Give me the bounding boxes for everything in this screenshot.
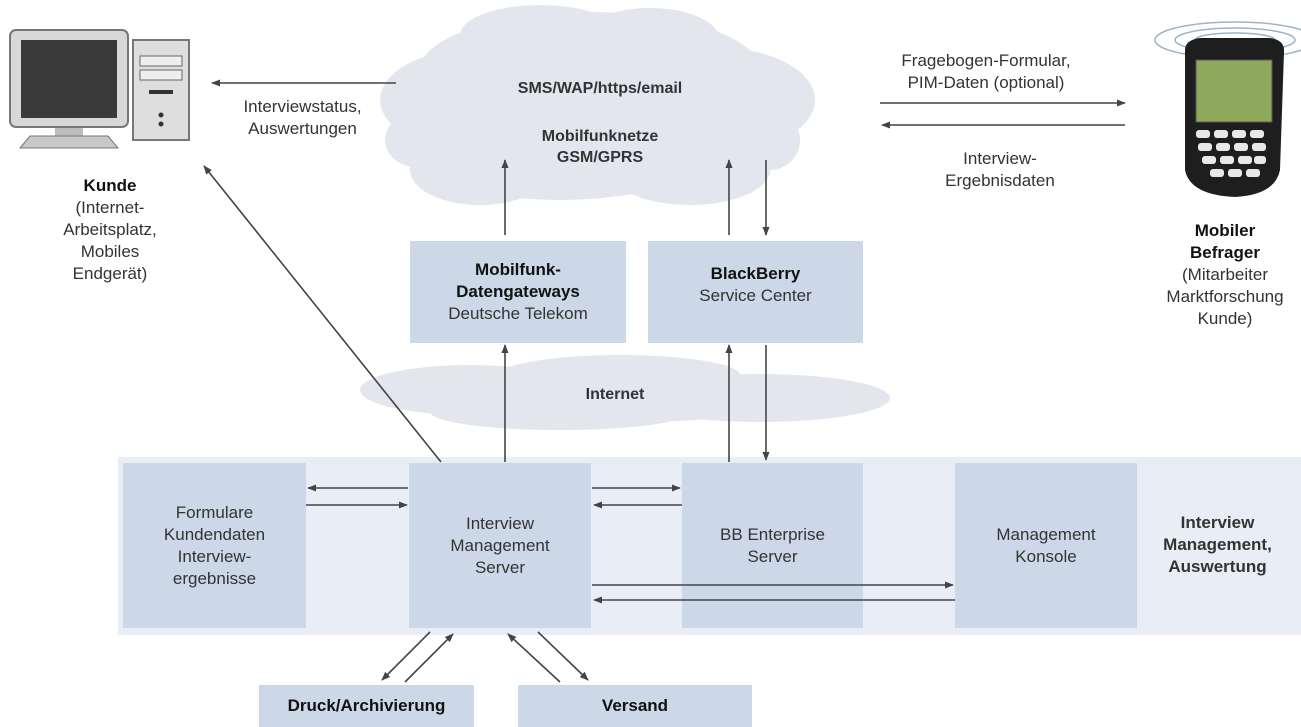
management-konsole-box: Management Konsole [955, 463, 1137, 628]
cloud-networks-line-1: Mobilfunknetze [541, 128, 659, 145]
befrager-line-1: (Mitarbeiter [1182, 265, 1268, 284]
konsole-line-2: Konsole [1015, 546, 1077, 566]
bes-line-2: Server [747, 546, 798, 566]
gateway-sub: Deutsche Telekom [448, 304, 588, 323]
blackberry-sub: Service Center [699, 286, 812, 305]
band-label-line-2: Management, [1163, 535, 1272, 554]
band-label-line-1: Interview [1180, 513, 1255, 532]
ims-line-3: Server [474, 557, 526, 577]
befrager-title-1: Mobiler [1194, 221, 1256, 240]
cloud-networks-line-2: GSM/GPRS [556, 149, 644, 166]
formulare-line-4: ergebnisse [172, 568, 257, 588]
right-flow-in-label: Interview- Ergebnisdaten [905, 148, 1095, 192]
blackberry-phone-icon [1154, 21, 1301, 197]
formulare-line-1: Formulare [175, 502, 254, 522]
befrager-label: Mobiler Befrager (Mitarbeiter Marktforsc… [1150, 220, 1300, 330]
bes-line-1: BB Enterprise [720, 524, 825, 544]
versand-box: Versand [518, 685, 752, 727]
befrager-line-2: Marktforschung [1166, 287, 1284, 306]
befrager-line-3: Kunde) [1197, 309, 1253, 328]
arrow-ims-to-versand [537, 631, 589, 681]
interview-management-server-box: Interview Management Server [409, 463, 591, 628]
befrager-title-2: Befrager [1190, 243, 1260, 262]
right-flow-out-label: Fragebogen-Formular, PIM-Daten (optional… [866, 50, 1106, 94]
versand-label: Versand [601, 696, 669, 715]
left-flow-line-1: Interviewstatus, [243, 97, 362, 116]
arrow-versand-to-ims [507, 633, 561, 683]
right-flow-out-line-1: Fragebogen-Formular, [901, 51, 1071, 70]
druck-archivierung-box: Druck/Archivierung [259, 685, 474, 727]
gateway-title-1: Mobilfunk- [475, 260, 561, 279]
kunde-line-4: Endgerät) [72, 264, 148, 283]
left-flow-label: Interviewstatus, Auswertungen [215, 96, 390, 140]
kunde-line-3: Mobiles [80, 242, 140, 261]
blackberry-title: BlackBerry [710, 264, 801, 283]
left-flow-line-2: Auswertungen [248, 119, 357, 138]
gateway-title-2: Datengateways [456, 282, 580, 301]
ims-line-2: Management [450, 535, 550, 555]
internet-cloud [360, 355, 890, 430]
ims-line-1: Interview [465, 513, 535, 533]
arrow-ims-to-kunde [203, 165, 442, 463]
cloud-networks-label: Mobilfunknetze GSM/GPRS [460, 126, 740, 168]
konsole-line-1: Management [996, 524, 1096, 544]
mobile-gateway-box: Mobilfunk- Datengateways Deutsche Teleko… [410, 241, 626, 343]
connection-arrows [203, 79, 1126, 683]
kunde-label: Kunde (Internet- Arbeitsplatz, Mobiles E… [30, 175, 190, 285]
right-flow-out-line-2: PIM-Daten (optional) [907, 73, 1065, 92]
kunde-title: Kunde [83, 176, 137, 195]
desktop-computer-icon [9, 29, 190, 149]
kunde-line-1: (Internet- [75, 198, 145, 217]
arrow-druck-to-ims [404, 633, 454, 683]
internet-label: Internet [585, 386, 645, 403]
arrow-ims-to-druck [381, 631, 431, 681]
kunde-line-2: Arbeitsplatz, [63, 220, 157, 239]
cloud-protocols-label: SMS/WAP/https/email [517, 80, 683, 97]
band-label: Interview Management, Auswertung [1140, 512, 1295, 578]
formulare-box: Formulare Kundendaten Interview- ergebni… [123, 463, 306, 628]
band-label-line-3: Auswertung [1168, 557, 1267, 576]
right-flow-in-line-1: Interview- [963, 149, 1037, 168]
right-flow-in-line-2: Ergebnisdaten [945, 171, 1055, 190]
formulare-line-2: Kundendaten [163, 524, 266, 544]
druck-label: Druck/Archivierung [287, 696, 446, 715]
formulare-line-3: Interview- [177, 546, 252, 566]
blackberry-service-center-box: BlackBerry Service Center [648, 241, 863, 343]
mobile-network-cloud [380, 5, 815, 205]
